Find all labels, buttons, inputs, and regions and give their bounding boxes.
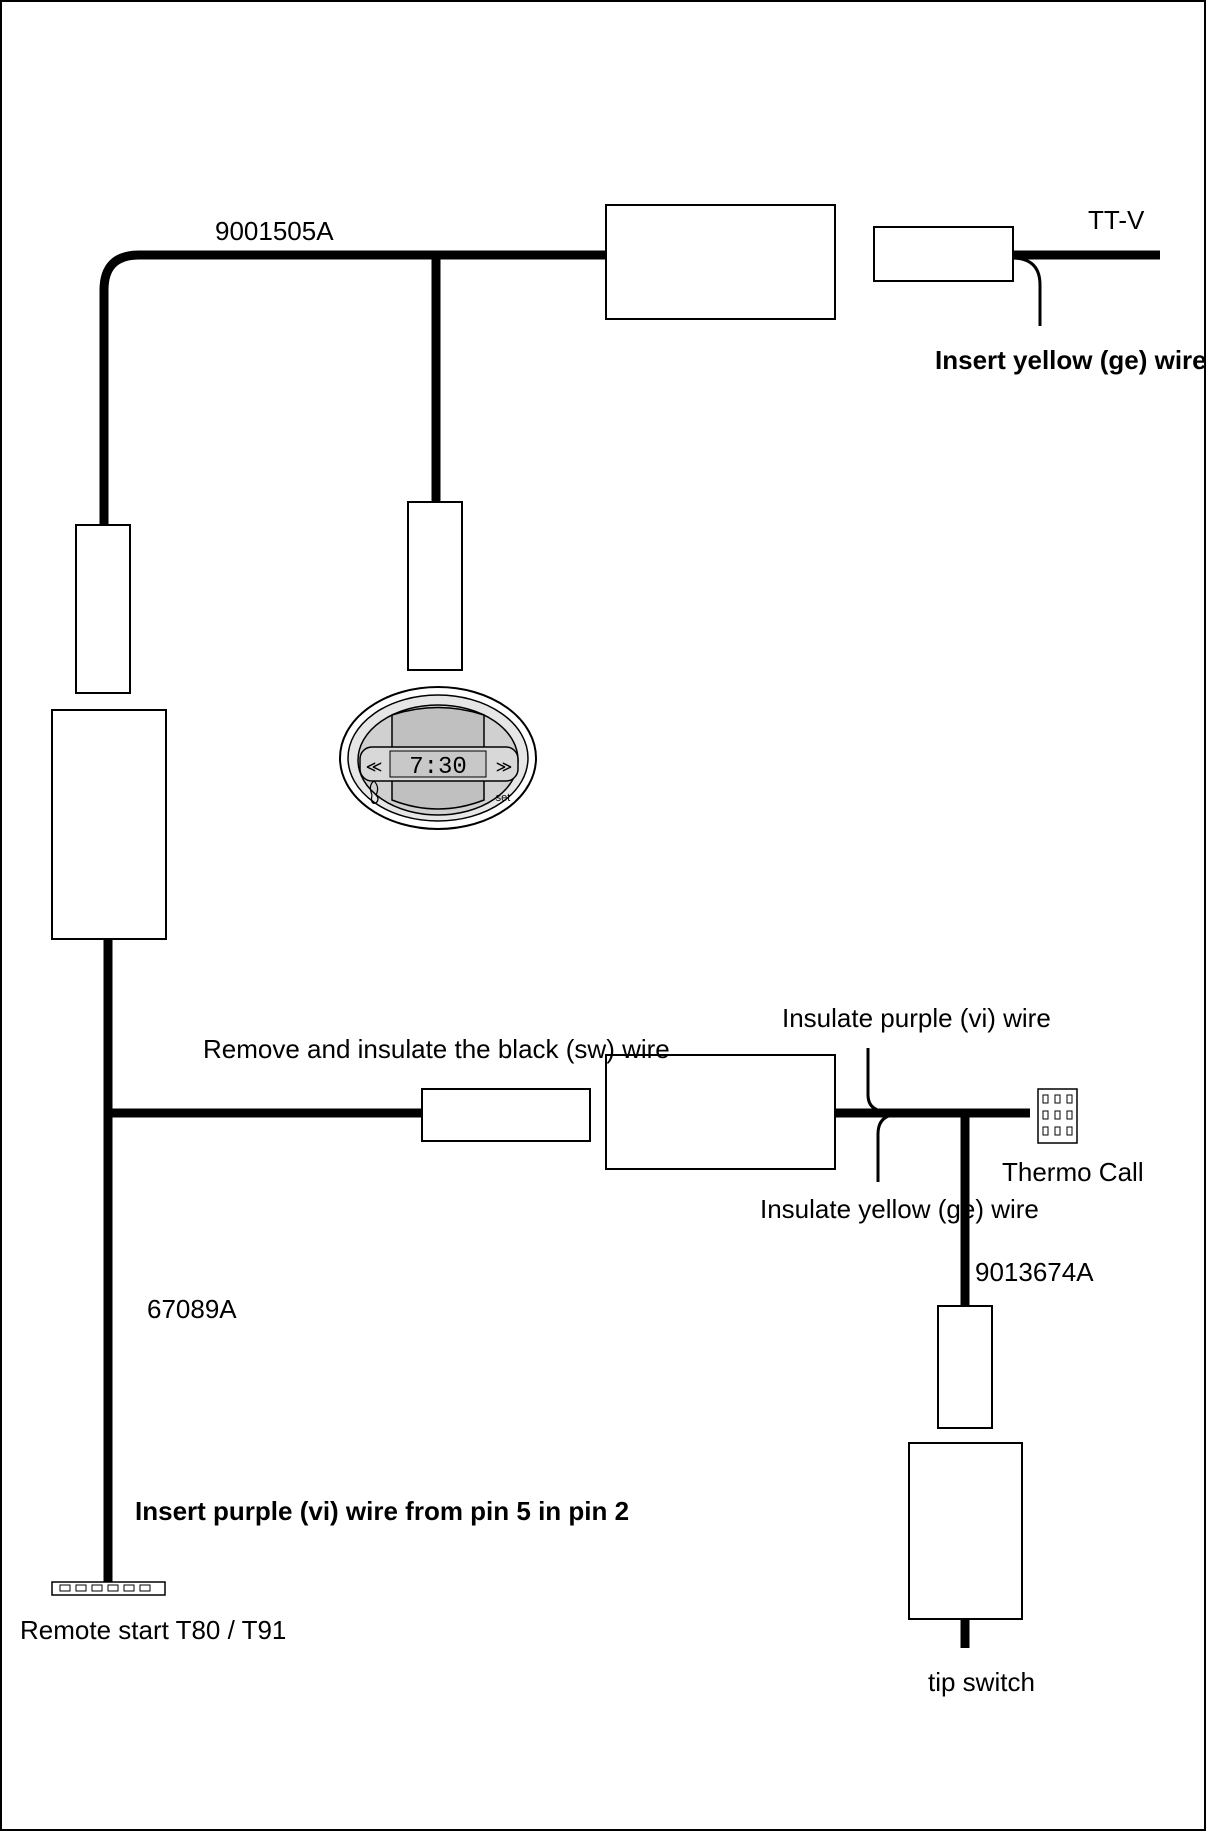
timer-right-arrow-icon: ≫ — [496, 759, 513, 776]
wire-main-top — [99, 250, 606, 524]
label-thermo-call: Thermo Call — [1002, 1157, 1144, 1187]
label-cable-9001505A: 9001505A — [215, 216, 334, 246]
timer-left-arrow-icon: ≪ — [366, 759, 383, 776]
label-cable-9013674A: 9013674A — [975, 1257, 1094, 1287]
label-remove-black: Remove and insulate the black (sw) wire — [203, 1034, 670, 1064]
flame-icon — [369, 780, 379, 804]
label-cable-67089A: 67089A — [147, 1294, 237, 1324]
connector-timer — [407, 501, 463, 671]
control-unit-left — [51, 709, 167, 940]
label-tip-switch: tip switch — [928, 1667, 1035, 1697]
timer-display-text: 7:30 — [409, 754, 467, 781]
wire-yellow-insulated — [876, 1112, 901, 1182]
label-insulate-purple: Insulate purple (vi) wire — [782, 1003, 1051, 1033]
connector-block-lower — [605, 1054, 836, 1170]
connector-tip-switch — [937, 1305, 993, 1429]
label-remote-start: Remote start T80 / T91 — [20, 1615, 286, 1645]
timer-device: 7:30 ≪ ≫ set — [339, 686, 537, 830]
thermo-call-connector — [1037, 1088, 1078, 1144]
connector-ttv — [873, 226, 1014, 282]
connector-left — [75, 524, 131, 694]
remote-start-connector — [51, 1581, 166, 1596]
connector-lower — [421, 1088, 591, 1142]
wire-yellow-ttv — [1011, 256, 1042, 326]
label-insert-yellow: Insert yellow (ge) wire — [935, 345, 1207, 375]
label-ttv: TT-V — [1088, 205, 1145, 235]
label-insert-purple: Insert purple (vi) wire from pin 5 in pi… — [135, 1496, 629, 1526]
timer-set-label: set — [496, 792, 511, 804]
wire-purple-insulated — [866, 1048, 891, 1114]
connector-block-top — [605, 204, 836, 320]
tip-switch-box — [908, 1442, 1023, 1620]
label-insulate-yellow: Insulate yellow (ge) wire — [760, 1194, 1039, 1224]
